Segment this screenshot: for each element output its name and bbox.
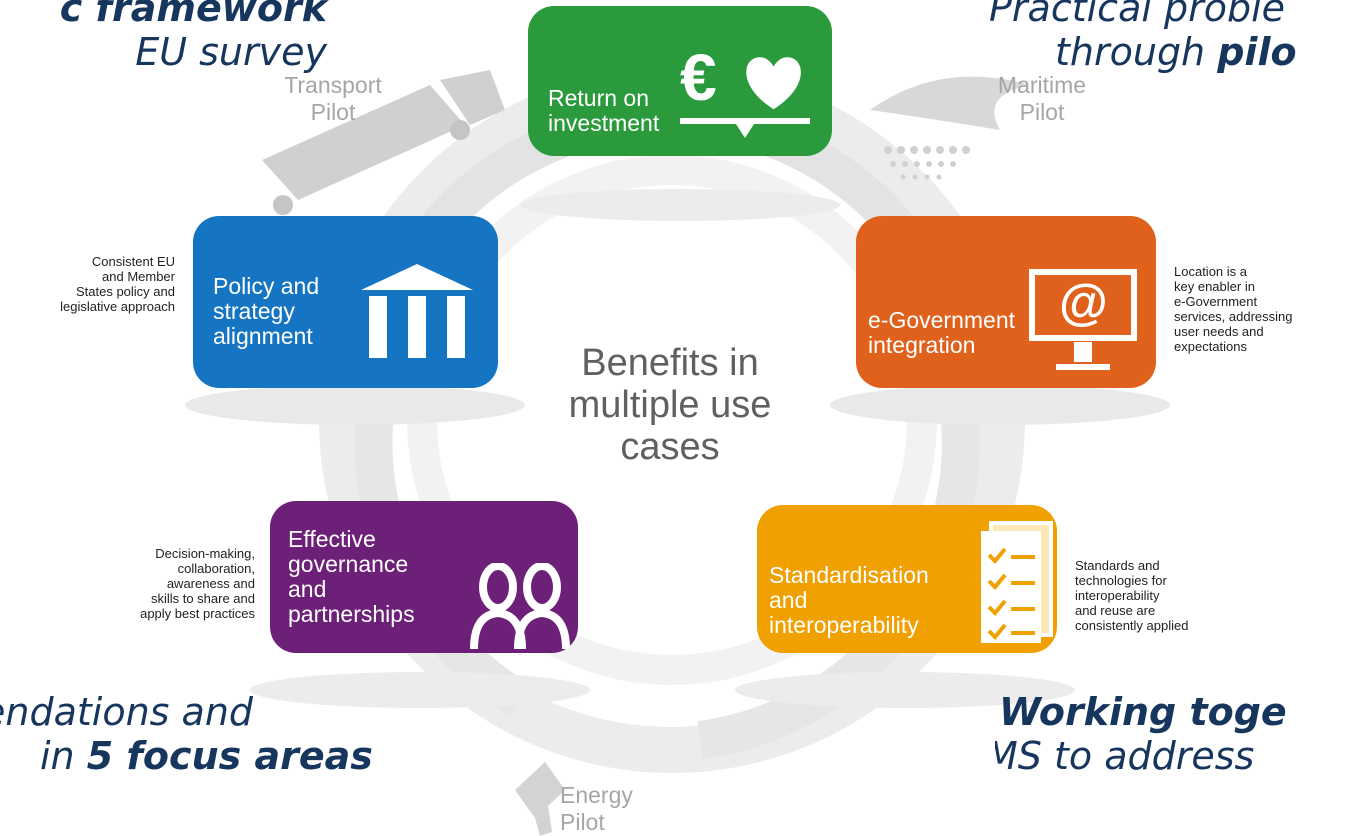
corner-caption-top-right: Practical proble through pilo [985,0,1346,74]
corner-caption-line: through [1055,30,1218,74]
corner-caption-bold: Working toge [999,690,1287,734]
corner-caption-bottom-right: Working toge MS to address [995,690,1346,778]
corner-caption-line: Practical proble [989,0,1286,30]
policy-description: Consistent EU and Member States policy a… [60,254,175,314]
egov-description: Location is a key enabler in e-Governmen… [1174,264,1293,354]
governance-card-title: Effective governance and partnerships [288,526,415,627]
corner-caption-top-left: c framework EU survey [0,0,327,74]
standards-card: Standardisation and interoperability [757,505,1057,653]
center-title: Benefits in multiple use cases [568,342,772,468]
egov-card-title: e-Government integration [868,307,1016,358]
roi-card: Return on investment € [528,6,832,156]
standards-description: Standards and technologies for interoper… [1075,558,1189,633]
transport-pilot-label: Transport Pilot [284,72,382,125]
people-icon [468,562,572,651]
solar-panel-icon [515,762,565,836]
checklist-icon [977,519,1057,649]
euro-heart-icon: € [668,42,818,146]
truck-icon [262,70,505,215]
euro-symbol: € [680,40,717,114]
corner-caption-line: EU survey [135,30,327,74]
corner-caption-bold: 5 focus areas [86,734,373,778]
wave-icon [870,76,1030,180]
maritime-pilot-label: Maritime Pilot [997,72,1087,125]
corner-caption-line: endations and [0,690,254,734]
corner-caption-line: c framework [59,0,327,30]
energy-pilot-label: Energy Pilot [560,782,633,835]
standards-card-title: Standardisation and interoperability [769,562,929,638]
policy-card: Policy and strategy alignment [193,216,498,388]
institution-icon [361,264,473,372]
governance-description: Decision-making, collaboration, awarenes… [140,546,255,621]
roi-card-title: Return on investment [548,85,660,136]
governance-card: Effective governance and partnerships [270,501,578,653]
corner-caption-bold: pilo [1217,30,1297,74]
corner-caption-line: in [40,734,87,778]
egov-card: e-Government integration @ [856,216,1156,388]
monitor-at-icon: @ [1028,268,1138,384]
at-symbol: @ [1059,274,1108,330]
corner-caption-bottom-left: endations and in 5 focus areas [0,690,432,778]
corner-caption-line: MS to address [995,734,1255,778]
policy-card-title: Policy and strategy alignment [213,273,320,349]
